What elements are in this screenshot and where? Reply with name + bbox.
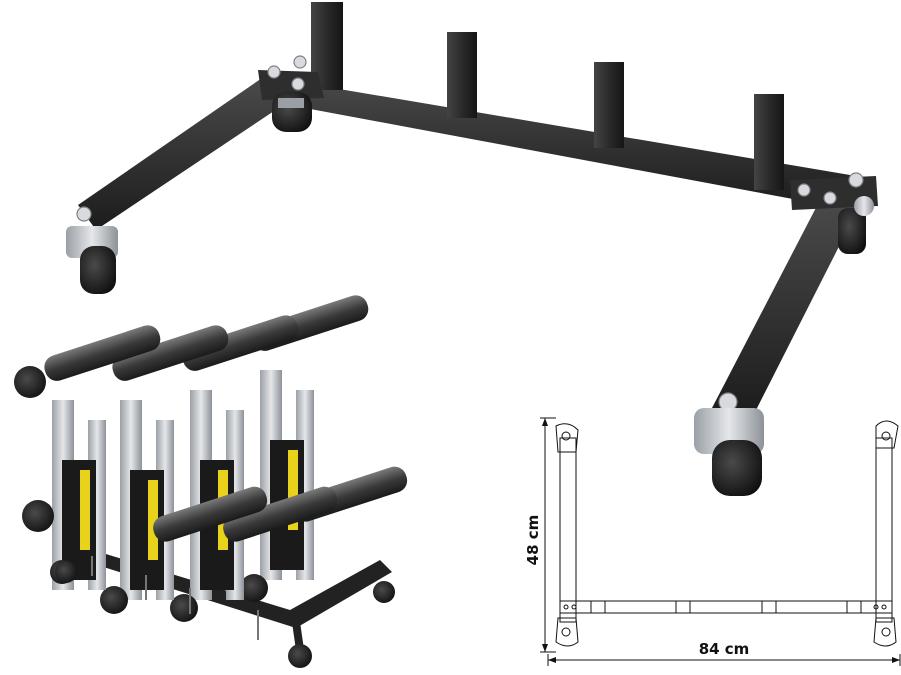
height-dimension-label: 48 cm xyxy=(524,515,542,566)
diagram-left-arm xyxy=(559,437,577,623)
rack-caster xyxy=(838,196,874,254)
diagram-bolt-holes xyxy=(563,604,887,610)
rack-left-arm xyxy=(78,78,298,230)
jack-rack-caster xyxy=(55,561,77,583)
diagram-right-arm xyxy=(875,437,893,623)
jack-rack-caster xyxy=(288,644,312,668)
rack-caster xyxy=(694,408,764,496)
rack-post xyxy=(594,62,624,148)
diagram-post xyxy=(846,600,862,614)
diagram-caster xyxy=(555,423,579,453)
wheel-jack xyxy=(14,325,161,590)
diagram-caster xyxy=(873,617,897,647)
jack-pins xyxy=(91,556,259,640)
diagram-caster xyxy=(875,420,899,449)
diagram-post xyxy=(761,600,777,614)
rack-caster xyxy=(272,92,312,132)
width-dimension-label: 84 cm xyxy=(699,640,750,658)
stacked-jacks-icon xyxy=(14,295,408,668)
top-view-diagram xyxy=(540,417,901,666)
wheel-jack xyxy=(100,325,268,614)
diagram-cross-beam xyxy=(559,600,893,614)
jack-rack-base xyxy=(56,540,392,628)
jack-rack-caster xyxy=(373,581,395,603)
rack-caster xyxy=(66,226,118,294)
rack-right-arm xyxy=(712,200,860,418)
rack-post xyxy=(447,32,477,118)
rack-bolts xyxy=(76,55,864,412)
diagram-post xyxy=(675,600,691,614)
rack-photo-icon xyxy=(66,2,878,496)
diagram-post xyxy=(590,600,606,614)
diagram-caster xyxy=(555,617,579,647)
rack-main-beam xyxy=(262,76,852,210)
rack-post xyxy=(754,94,784,190)
